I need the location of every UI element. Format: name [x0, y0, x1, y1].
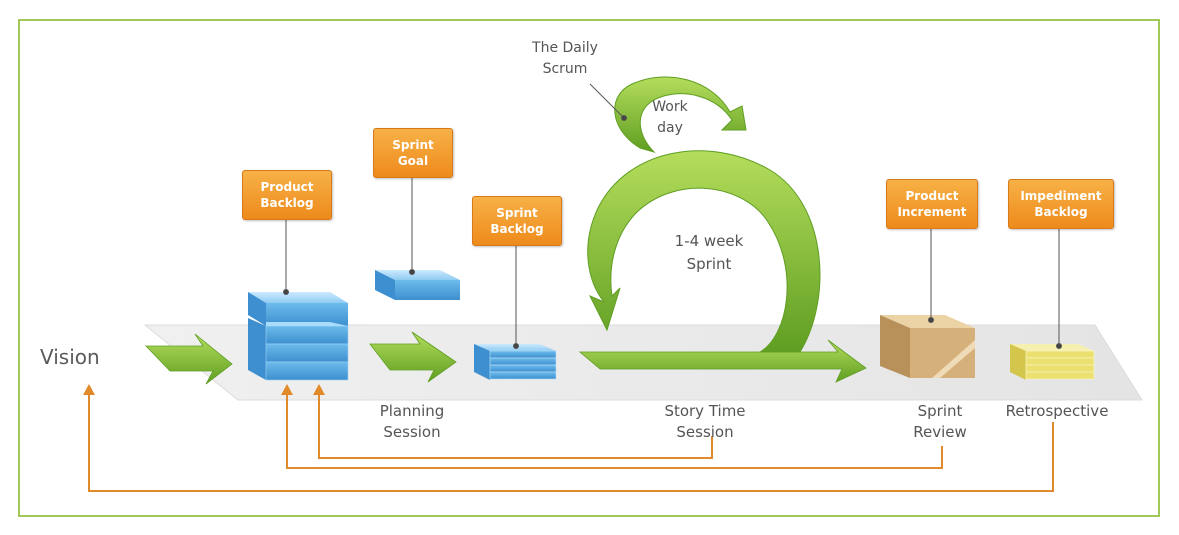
planning-session-label: Planning Session — [352, 401, 472, 443]
work-day-line-2: day — [657, 120, 683, 136]
vision-label: Vision — [40, 345, 100, 369]
diagram-frame — [18, 19, 1160, 517]
product-increment-tag: Product Increment — [886, 179, 978, 229]
sprint-to-increment-arrow — [578, 339, 867, 383]
sprint-goal-tag: Sprint Goal — [373, 128, 453, 178]
product-backlog-tag: Product Backlog — [242, 170, 332, 220]
daily-scrum-line-2: Scrum — [542, 61, 588, 77]
sprint-backlog-line-2: Backlog — [490, 222, 544, 236]
daily-scrum-arrow — [614, 76, 747, 154]
sprint-backlog-line-1: Sprint — [496, 206, 538, 220]
sprint-review-line-2: Review — [913, 423, 967, 441]
backlog-to-planning-arrow — [369, 331, 457, 383]
product-backlog-stack — [248, 292, 349, 381]
sprint-cycle-line-1: 1-4 week — [674, 232, 744, 250]
sprint-cycle-label: 1-4 week Sprint — [654, 230, 764, 276]
work-day-label: Work day — [630, 97, 710, 139]
sprint-review-feedback-line — [286, 388, 943, 469]
story-time-feedback-line — [318, 388, 713, 459]
daily-scrum-connector — [589, 83, 625, 119]
retrospective-feedback-line — [88, 388, 1054, 492]
vision-to-backlog-arrow — [145, 333, 233, 385]
story-time-line-2: Session — [676, 423, 734, 441]
impediment-backlog-line-1: Impediment — [1020, 189, 1102, 203]
story-time-line-1: Story Time — [664, 402, 746, 420]
daily-scrum-line-1: The Daily — [532, 40, 598, 56]
product-increment-line-1: Product — [905, 189, 959, 203]
sprint-cycle-line-2: Sprint — [686, 255, 732, 273]
sprint-goal-line-2: Goal — [397, 154, 429, 168]
work-day-line-1: Work — [652, 99, 688, 115]
retrospective-arrowhead — [83, 384, 95, 395]
daily-scrum-label: The Daily Scrum — [510, 38, 620, 80]
planning-session-line-1: Planning — [379, 402, 445, 420]
impediment-backlog-tag: Impediment Backlog — [1008, 179, 1114, 229]
planning-session-line-2: Session — [383, 423, 441, 441]
sprint-review-line-1: Sprint — [917, 402, 963, 420]
impediment-backlog-line-2: Backlog — [1034, 205, 1088, 219]
sprint-goal-slab — [375, 270, 460, 300]
product-increment-line-2: Increment — [897, 205, 967, 219]
story-time-session-label: Story Time Session — [630, 401, 780, 443]
sprint-review-label: Sprint Review — [890, 401, 990, 443]
product-backlog-line-2: Backlog — [260, 196, 314, 210]
product-increment-box — [880, 315, 975, 378]
product-backlog-line-1: Product — [260, 180, 314, 194]
sprint-loop-arrow — [587, 150, 821, 353]
story-time-arrowhead — [313, 384, 325, 395]
sprint-backlog-tag: Sprint Backlog — [472, 196, 562, 246]
sprint-backlog-stack — [474, 344, 557, 380]
sprint-review-arrowhead — [281, 384, 293, 395]
retrospective-label: Retrospective — [1005, 402, 1109, 420]
impediment-backlog-stack — [1010, 344, 1095, 380]
sprint-goal-line-1: Sprint — [392, 138, 434, 152]
